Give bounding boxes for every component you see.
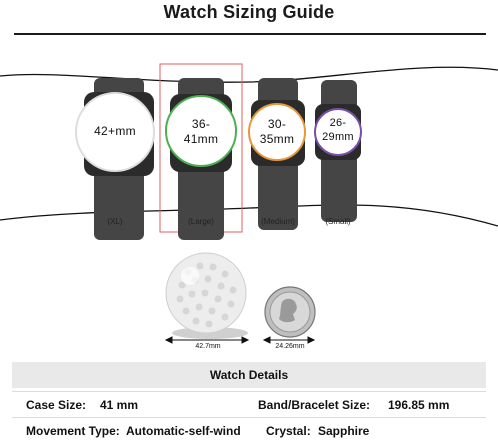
dial-text-large: 36- 41mm xyxy=(168,117,234,147)
size-large-line2: 41mm xyxy=(183,132,219,146)
movement-label: Movement Type: xyxy=(26,424,120,438)
coin-measure xyxy=(262,336,316,344)
sizing-illustration xyxy=(0,63,498,344)
golf-ball-measure xyxy=(164,336,250,344)
dial-xl xyxy=(75,92,155,172)
size-xl-line1: 42+mm xyxy=(94,124,136,138)
band-size-value: 196.85 mm xyxy=(388,398,450,412)
case-size-label: Case Size: xyxy=(26,398,87,412)
dial-medium xyxy=(248,103,306,161)
dial-large xyxy=(165,95,237,167)
label-xl: (XL) xyxy=(107,217,123,226)
coin-profile xyxy=(279,298,297,323)
dial-small xyxy=(314,108,362,156)
wrist-outline-top xyxy=(0,66,498,83)
coin-size: 24.26mm xyxy=(275,343,305,350)
size-large-line1: 36- xyxy=(191,117,211,131)
crystal-label: Crystal: xyxy=(266,424,311,438)
movement-value: Automatic-self-wind xyxy=(126,424,241,438)
case-size-value: 41 mm xyxy=(100,398,139,412)
title-underline xyxy=(14,33,486,35)
golf-ball-size: 42.7mm xyxy=(195,343,221,350)
wrist-outline-bottom xyxy=(0,204,498,227)
watch-large xyxy=(165,78,237,240)
band-size-label: Band/Bracelet Size: xyxy=(258,398,371,412)
golf-ball xyxy=(165,252,248,339)
label-large: (Large) xyxy=(188,217,214,226)
watch-xl xyxy=(75,78,155,240)
size-medium-line1: 30- xyxy=(267,117,287,131)
page-title: Watch Sizing Guide xyxy=(163,2,335,22)
size-small-line1: 26- xyxy=(329,117,347,129)
details-row-1: Case Size: 41 mm Band/Bracelet Size: 196… xyxy=(12,391,486,418)
details-heading: Watch Details xyxy=(12,362,486,388)
watch-medium xyxy=(248,78,306,230)
dial-text-xl: 42+mm xyxy=(80,124,150,139)
label-small: (Small) xyxy=(325,217,351,226)
label-medium: (Medium) xyxy=(261,217,295,226)
details-row-2: Movement Type: Automatic-self-wind Cryst… xyxy=(12,417,486,444)
dial-text-small: 26- 29mm xyxy=(311,117,365,145)
crystal-value: Sapphire xyxy=(318,424,370,438)
watch-small xyxy=(314,80,362,222)
dial-text-medium: 30- 35mm xyxy=(247,117,307,147)
size-medium-line2: 35mm xyxy=(259,132,295,146)
quarter-coin xyxy=(264,286,316,338)
size-small-line2: 29mm xyxy=(322,130,354,143)
